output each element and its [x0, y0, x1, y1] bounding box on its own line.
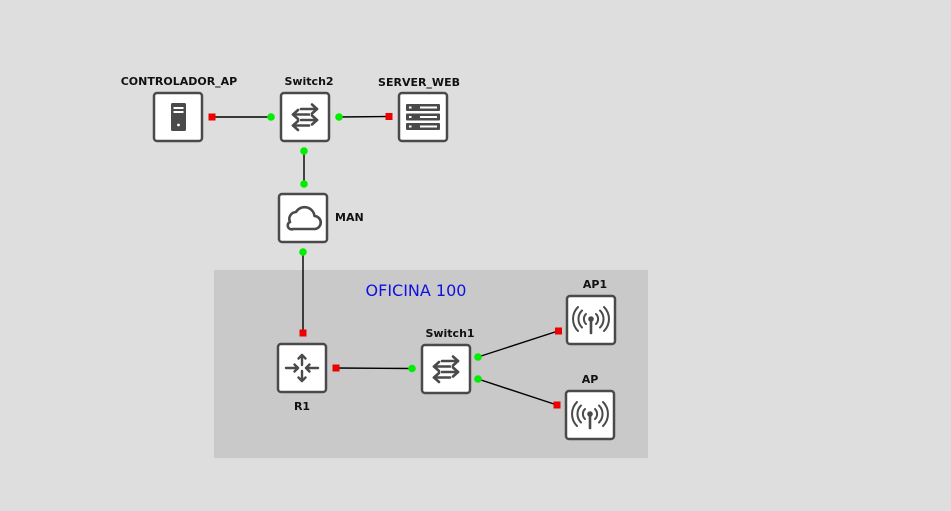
node-label: Switch1	[425, 327, 474, 340]
node-man[interactable]: MAN	[277, 192, 364, 244]
switch-icon	[291, 103, 319, 132]
port-status-up	[474, 375, 482, 383]
port-status-up	[474, 353, 482, 361]
links	[212, 115, 559, 406]
cloud-icon	[286, 205, 323, 231]
wireless-ap-icon	[572, 306, 610, 335]
link-switch2-server-web[interactable]	[338, 115, 390, 118]
node-switch2[interactable]: Switch2	[279, 75, 334, 143]
port-status-up	[300, 180, 308, 188]
wireless-ap-icon	[571, 401, 609, 430]
server-tower-icon	[171, 103, 186, 131]
link-switch1-ap[interactable]	[477, 378, 558, 406]
port-status-down	[299, 329, 307, 337]
link-r1-switch1[interactable]	[335, 367, 413, 370]
node-controlador-ap[interactable]: CONTROLADOR_AP	[121, 75, 238, 143]
port-status-up	[300, 147, 308, 155]
router-icon	[284, 353, 320, 383]
node-label: AP	[582, 373, 599, 386]
node-label: Switch2	[284, 75, 333, 88]
switch-icon	[432, 355, 460, 384]
port-status-down	[385, 113, 393, 120]
area-label: OFICINA 100	[366, 281, 467, 300]
node-r1[interactable]: R1	[276, 342, 328, 413]
port-status-up	[408, 364, 416, 373]
port-status-down	[332, 364, 340, 372]
node-label: MAN	[335, 211, 364, 224]
port-status-up	[267, 113, 275, 121]
node-label: CONTROLADOR_AP	[121, 75, 238, 88]
port-status-down	[208, 113, 216, 121]
node-ap[interactable]: AP	[564, 373, 616, 441]
server-rack-icon	[406, 104, 440, 130]
port-indicators	[208, 113, 562, 409]
node-server-web[interactable]: SERVER_WEB	[378, 76, 460, 143]
node-switch1[interactable]: Switch1	[420, 327, 475, 395]
node-label: R1	[294, 400, 310, 413]
link-switch1-ap1[interactable]	[477, 330, 559, 358]
node-label: AP1	[583, 278, 607, 291]
port-status-down	[553, 401, 561, 409]
port-status-down	[555, 327, 562, 335]
node-ap1[interactable]: AP1	[565, 278, 617, 346]
port-status-up	[299, 248, 307, 256]
port-status-up	[335, 113, 343, 121]
node-label: SERVER_WEB	[378, 76, 460, 89]
